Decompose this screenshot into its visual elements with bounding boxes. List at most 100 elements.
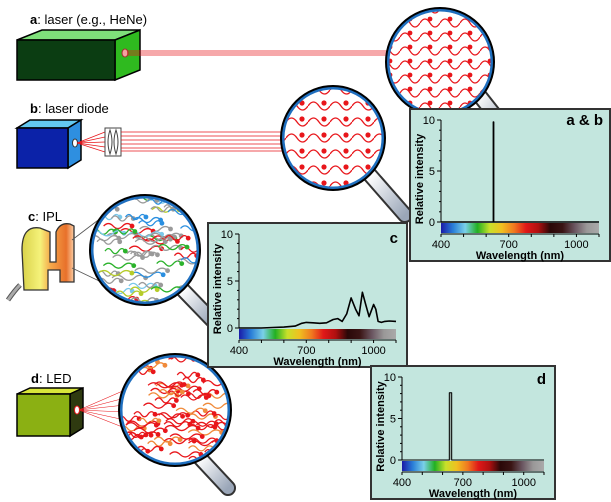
photon-dot bbox=[131, 263, 137, 269]
photon-dot bbox=[195, 425, 201, 431]
photon-dot bbox=[202, 408, 208, 414]
photon-dot bbox=[181, 382, 187, 387]
photon-wave bbox=[196, 421, 228, 429]
x-axis-label: Wavelength (nm) bbox=[273, 356, 362, 368]
photon-wave bbox=[112, 228, 136, 235]
x-axis-label: Wavelength (nm) bbox=[429, 488, 518, 500]
photon-dot bbox=[199, 434, 205, 439]
y-axis-label: Relative intensity bbox=[414, 133, 426, 224]
photon-dot bbox=[185, 235, 191, 241]
photon-wave bbox=[97, 269, 133, 277]
photon-dot bbox=[122, 248, 128, 254]
photon-wave bbox=[148, 392, 178, 399]
photon-dot bbox=[163, 197, 168, 198]
x-tick-label: 400 bbox=[230, 345, 248, 357]
photon-dot bbox=[153, 422, 159, 428]
series-line-c bbox=[239, 291, 397, 329]
photon-dot bbox=[236, 420, 241, 425]
photon-dot bbox=[118, 278, 124, 284]
photon-wave bbox=[128, 432, 152, 439]
photon-dot bbox=[171, 403, 177, 409]
y-tick-label: 10 bbox=[384, 372, 396, 384]
photon-dot bbox=[155, 252, 160, 258]
panel-title-c: c bbox=[389, 230, 398, 247]
photon-dot bbox=[165, 268, 170, 274]
photon-wave bbox=[128, 282, 156, 290]
y-tick-label: 0 bbox=[227, 323, 233, 335]
laser-box-b bbox=[14, 118, 84, 170]
photon-dot bbox=[148, 432, 154, 438]
laser-box-a bbox=[16, 28, 141, 82]
photon-wave bbox=[138, 281, 162, 289]
photon-wave bbox=[104, 247, 126, 255]
photon-dot bbox=[191, 209, 197, 215]
photon-wave bbox=[150, 286, 184, 293]
photon-wave bbox=[157, 243, 188, 251]
photon-dot bbox=[149, 251, 155, 257]
photon-dot bbox=[222, 449, 228, 455]
photon-wave bbox=[136, 445, 162, 453]
photon-dot bbox=[179, 389, 185, 395]
panel-title-d: d bbox=[536, 371, 546, 388]
photon-wave bbox=[187, 413, 216, 420]
photon-wave bbox=[125, 422, 157, 429]
y-tick-label: 5 bbox=[429, 166, 435, 178]
photon-dot bbox=[167, 236, 173, 242]
x-tick-label: 400 bbox=[432, 239, 450, 251]
photon-wave bbox=[138, 220, 163, 227]
label-source-d: d: LED bbox=[31, 371, 72, 386]
y-tick-label: 0 bbox=[429, 217, 435, 229]
photon-wave bbox=[158, 388, 183, 396]
photon-wave bbox=[175, 407, 206, 414]
photon-dot bbox=[156, 418, 162, 424]
x-tick-label: 1000 bbox=[511, 477, 535, 489]
photon-wave bbox=[101, 197, 123, 200]
photon-dot bbox=[143, 214, 149, 220]
photon-wave bbox=[167, 390, 190, 397]
photon-wave bbox=[164, 235, 189, 242]
photon-wave bbox=[103, 222, 133, 230]
photon-wave bbox=[210, 424, 229, 431]
photon-wave bbox=[187, 424, 216, 431]
photon-dot bbox=[162, 362, 168, 368]
photon-wave bbox=[143, 402, 175, 409]
photon-dot bbox=[114, 206, 120, 212]
y-tick-label: 5 bbox=[390, 414, 396, 426]
photon-dot bbox=[233, 440, 238, 445]
photon-dot bbox=[138, 291, 144, 297]
photon-wave bbox=[102, 262, 135, 269]
photon-wave bbox=[150, 206, 174, 213]
photon-dot bbox=[129, 223, 135, 229]
photon-dot bbox=[200, 351, 205, 356]
photon-wave bbox=[150, 387, 179, 395]
laser-beam-b bbox=[121, 131, 284, 152]
photon-wave bbox=[153, 436, 181, 443]
photon-wave bbox=[185, 392, 210, 399]
photon-dot bbox=[187, 421, 193, 427]
label-source-a: a: laser (e.g., HeNe) bbox=[30, 12, 148, 27]
y-tick-label: 0 bbox=[390, 455, 396, 467]
laser-beam-a bbox=[127, 50, 392, 56]
photon-dot bbox=[232, 456, 237, 461]
photon-dot bbox=[129, 270, 135, 276]
magnifier-b bbox=[280, 85, 413, 223]
panel-title-ab: a & b bbox=[566, 112, 603, 129]
photon-wave bbox=[180, 257, 198, 264]
photon-wave bbox=[112, 254, 144, 261]
photon-wave bbox=[150, 244, 182, 252]
x-tick-label: 1000 bbox=[361, 345, 385, 357]
photon-wave bbox=[188, 420, 217, 427]
photon-wave bbox=[130, 286, 158, 293]
photon-dot bbox=[184, 244, 190, 250]
photon-wave bbox=[169, 451, 202, 458]
photon-wave bbox=[213, 413, 229, 421]
photon-dot bbox=[150, 369, 156, 375]
collimating-lens bbox=[104, 127, 122, 157]
photon-dot bbox=[214, 389, 220, 395]
photon-dot bbox=[155, 432, 161, 437]
photon-dot bbox=[235, 415, 240, 420]
photon-dot bbox=[228, 380, 229, 386]
wavelength-spectrum-bar bbox=[441, 223, 599, 233]
